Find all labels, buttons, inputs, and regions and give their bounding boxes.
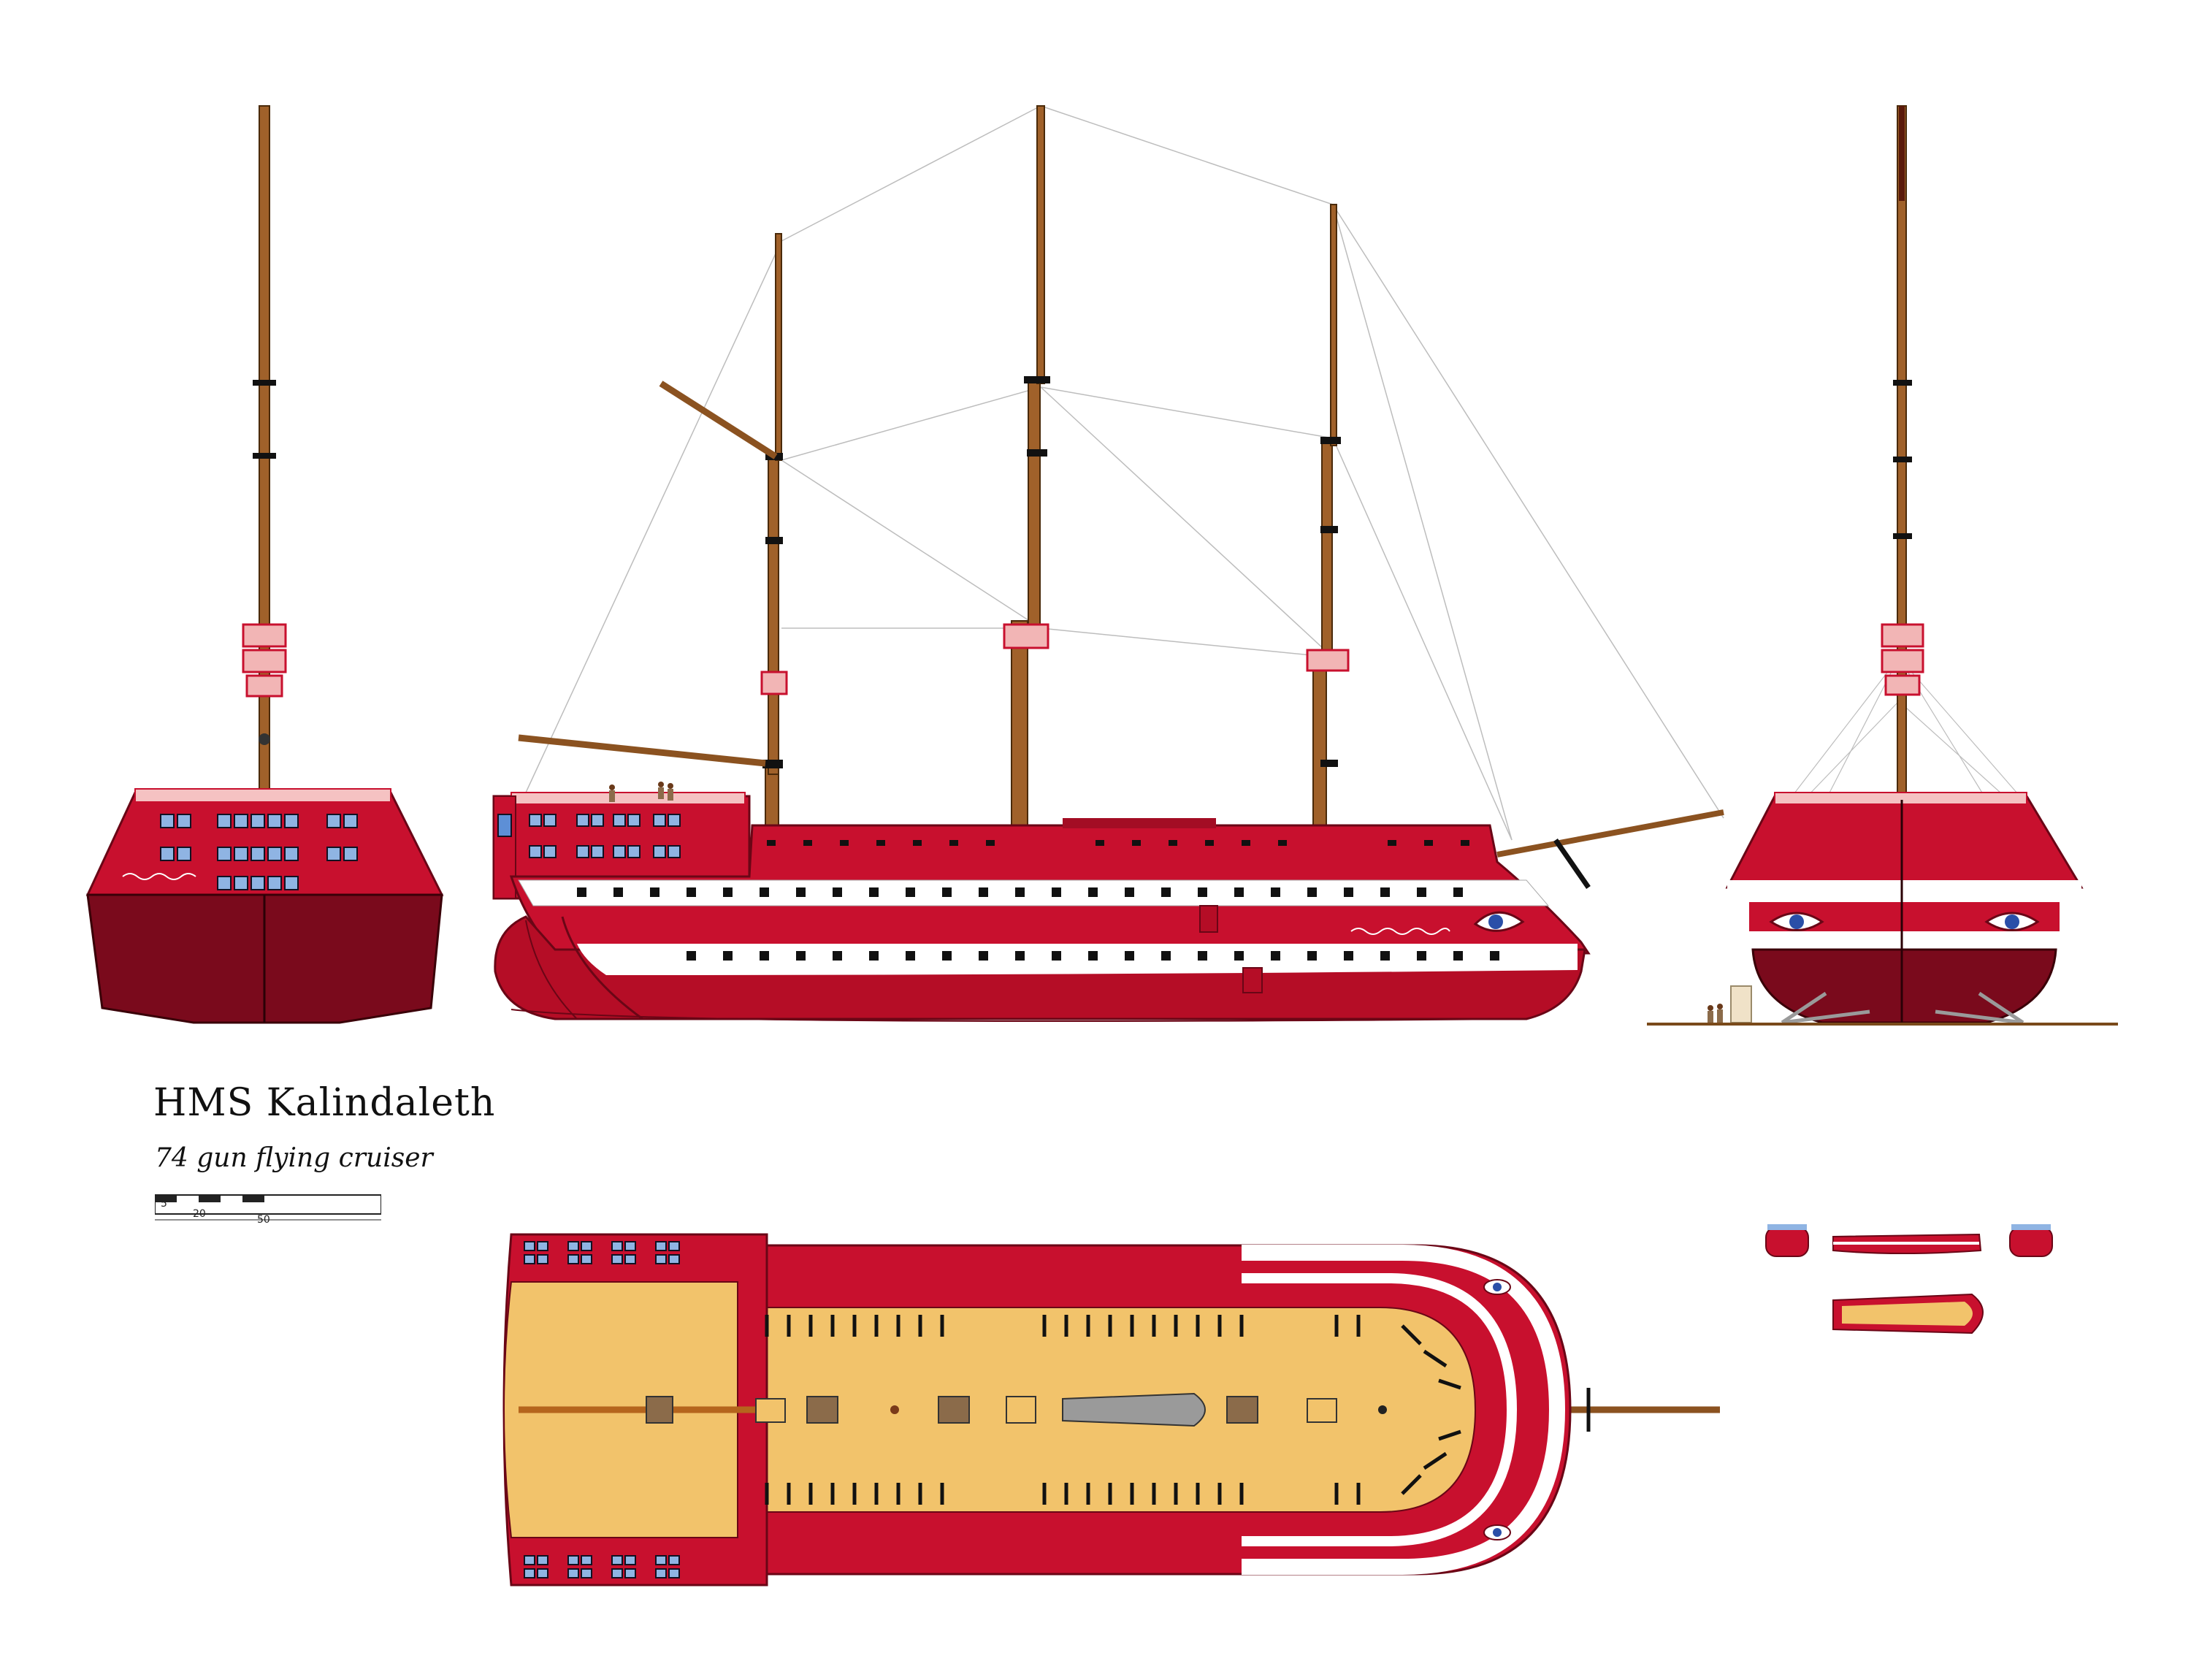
figure-icon <box>609 784 615 790</box>
scale-label-50: 50 <box>257 1214 270 1226</box>
gun-ports-lower <box>687 951 1499 961</box>
gun-ports-upper <box>577 887 1463 897</box>
hatches <box>646 1392 1387 1427</box>
fighting-top <box>242 623 287 698</box>
boom <box>518 734 766 767</box>
deck-ports <box>767 840 1469 846</box>
eye-icon <box>1473 911 1525 932</box>
figure-icon <box>1708 1005 1713 1011</box>
scale-label-20: 20 <box>193 1208 206 1220</box>
eye-icon <box>1483 1524 1511 1540</box>
stern-windows <box>160 814 358 890</box>
landing-struts <box>1781 991 2024 1025</box>
masts <box>518 105 1724 889</box>
cannons-starboard <box>765 1429 1461 1505</box>
scale-label-5: 5 <box>161 1198 167 1210</box>
hatch-icon <box>646 1396 673 1424</box>
bowsprit <box>1496 809 1724 858</box>
gun-stripe-lower <box>577 944 1578 975</box>
ship-subtitle: 74 gun flying cruiser <box>155 1143 433 1173</box>
side-view <box>492 105 1724 1023</box>
front-view <box>1647 105 2118 1026</box>
stern-castle <box>492 782 751 900</box>
gaff <box>659 381 778 459</box>
boats <box>1765 1224 2053 1335</box>
scale-bar: 5 20 50 <box>154 1192 382 1236</box>
center-hull-plate <box>1062 1392 1206 1427</box>
upper-hull <box>1725 795 2084 889</box>
stairs <box>1730 985 1752 1023</box>
rigging <box>525 105 1724 841</box>
main-mast <box>1011 620 1028 841</box>
eye-icon <box>1984 912 2040 931</box>
cannons-port <box>765 1315 1461 1390</box>
eye-icon <box>1483 1279 1511 1295</box>
bow-stripe <box>1727 880 2081 902</box>
eye-icon <box>1769 912 1824 931</box>
rear-view <box>85 105 444 1024</box>
fore-mast <box>1312 657 1327 841</box>
plan-view <box>502 1233 1720 1587</box>
gun-stripe-upper <box>518 879 1550 906</box>
ship-title: HMS Kalindaleth <box>153 1081 496 1125</box>
